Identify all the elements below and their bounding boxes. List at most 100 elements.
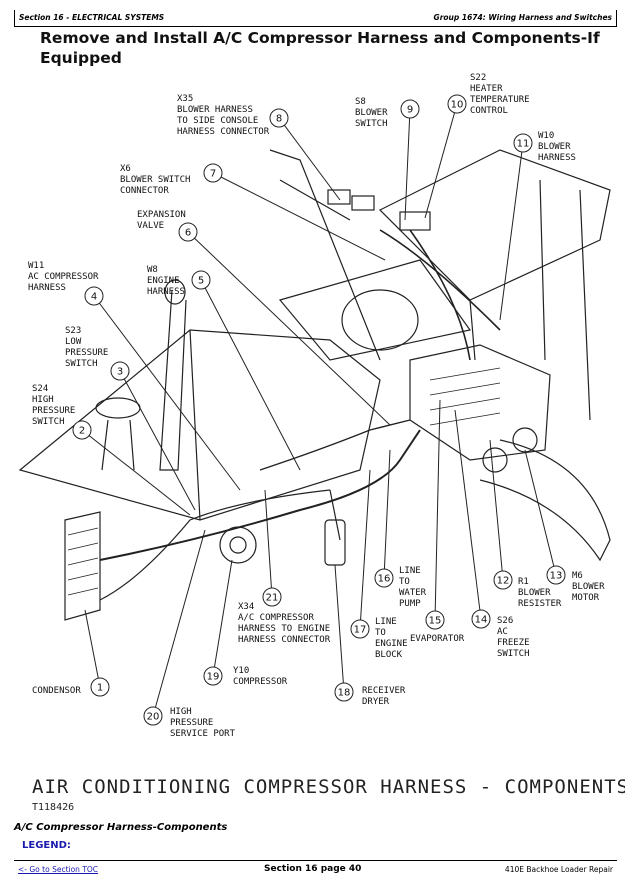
callout-label: LOW bbox=[65, 337, 82, 347]
callout-circle bbox=[350, 619, 370, 639]
leader-line bbox=[424, 103, 458, 219]
callout-number: 13 bbox=[550, 571, 563, 582]
callout-circle bbox=[84, 286, 104, 306]
callout-label: AC COMPRESSOR bbox=[28, 272, 99, 282]
callout-label: HIGH bbox=[32, 395, 54, 405]
callout-number: 14 bbox=[475, 615, 488, 626]
callout-circle bbox=[493, 570, 513, 590]
callout-circle bbox=[425, 610, 445, 630]
leader-line bbox=[84, 609, 101, 688]
callout-circle bbox=[72, 420, 92, 440]
callout-label: PRESSURE bbox=[32, 406, 75, 416]
leader-line bbox=[212, 172, 386, 261]
callout-label: SWITCH bbox=[355, 119, 388, 129]
leader-line bbox=[359, 469, 371, 630]
callout-label: LINE bbox=[399, 566, 421, 576]
callout-circle bbox=[447, 94, 467, 114]
group-label: Group 1674: Wiring Harness and Switches bbox=[433, 13, 612, 22]
callout-label: S24 bbox=[32, 384, 48, 394]
callout-label: AC bbox=[497, 627, 508, 637]
callout-circle bbox=[269, 108, 289, 128]
leader-line bbox=[119, 370, 196, 511]
page-title: Remove and Install A/C Compressor Harnes… bbox=[40, 29, 600, 67]
ac-harness-diagram: 1CONDENSOR2S24HIGHPRESSURESWITCH3S23LOWP… bbox=[18, 73, 611, 739]
callout-label: BLOWER bbox=[518, 588, 551, 598]
callout-circle bbox=[143, 706, 163, 726]
callout-label: W10 bbox=[538, 131, 554, 141]
callout-label: FREEZE bbox=[497, 638, 530, 648]
callout-label: BLOWER bbox=[355, 108, 388, 118]
leader-line bbox=[200, 279, 301, 471]
callout-number: 1 bbox=[97, 683, 103, 694]
callout-label: DRYER bbox=[362, 697, 390, 707]
callout-label: BLOCK bbox=[375, 650, 403, 660]
diagram-caption: AIR CONDITIONING COMPRESSOR HARNESS - CO… bbox=[32, 776, 625, 798]
callout-label: A/C COMPRESSOR bbox=[238, 613, 314, 623]
callout-number: 9 bbox=[407, 105, 413, 116]
leader-line bbox=[383, 449, 391, 579]
figure-id: T118426 bbox=[32, 802, 75, 813]
callout-label: TO bbox=[375, 628, 386, 638]
section-label: Section 16 - ELECTRICAL SYSTEMS bbox=[19, 13, 165, 22]
callout-label: HEATER bbox=[470, 84, 503, 94]
callout-number: 18 bbox=[338, 688, 351, 699]
callout-label: S23 bbox=[65, 326, 81, 336]
callout-number: 8 bbox=[276, 114, 282, 125]
callout-number: 21 bbox=[266, 593, 279, 604]
legend-heading: LEGEND: bbox=[22, 840, 71, 851]
callout-number: 12 bbox=[497, 576, 510, 587]
callout-circle bbox=[191, 270, 211, 290]
callout-circle bbox=[400, 99, 420, 119]
callout-label: LINE bbox=[375, 617, 397, 627]
callout-label: S26 bbox=[497, 616, 513, 626]
leader-line bbox=[434, 399, 441, 621]
callout-label: BLOWER bbox=[538, 142, 571, 152]
callout-number: 11 bbox=[517, 139, 530, 150]
callout-label: PUMP bbox=[399, 599, 421, 609]
callout-number: 17 bbox=[354, 625, 367, 636]
callout-label: TO bbox=[399, 577, 410, 587]
page-number: Section 16 page 40 bbox=[264, 864, 362, 874]
callout-label: SWITCH bbox=[32, 417, 65, 427]
leader-line bbox=[524, 449, 557, 576]
callout-label: VALVE bbox=[137, 221, 164, 231]
callout-circle bbox=[513, 133, 533, 153]
leader-line bbox=[278, 117, 341, 201]
callout-number: 10 bbox=[451, 100, 464, 111]
callout-label: W11 bbox=[28, 261, 44, 271]
leader-line bbox=[454, 409, 482, 620]
callout-number: 2 bbox=[79, 426, 85, 437]
callout-label: W8 bbox=[147, 265, 158, 275]
figure-subtitle: A/C Compressor Harness-Components bbox=[14, 822, 228, 833]
callout-label: TEMPERATURE bbox=[470, 95, 530, 105]
callout-circle bbox=[471, 609, 491, 629]
callout-label: S8 bbox=[355, 97, 366, 107]
leader-line bbox=[264, 489, 273, 598]
callout-label: SWITCH bbox=[65, 359, 98, 369]
callout-label: HARNESS TO ENGINE bbox=[238, 624, 330, 634]
callout-circle bbox=[178, 222, 198, 242]
section-toc-link[interactable]: <- Go to Section TOC bbox=[18, 865, 99, 874]
callout-number: 19 bbox=[207, 672, 220, 683]
callout-label: HARNESS bbox=[28, 283, 66, 293]
callout-label: Y10 bbox=[233, 666, 249, 676]
callout-circle bbox=[546, 565, 566, 585]
callout-circle bbox=[334, 682, 354, 702]
callout-number: 3 bbox=[117, 367, 123, 378]
callout-label: RECEIVER bbox=[362, 686, 406, 696]
leader-line bbox=[499, 142, 524, 321]
leader-line bbox=[404, 108, 411, 221]
callout-label: X35 bbox=[177, 94, 193, 104]
